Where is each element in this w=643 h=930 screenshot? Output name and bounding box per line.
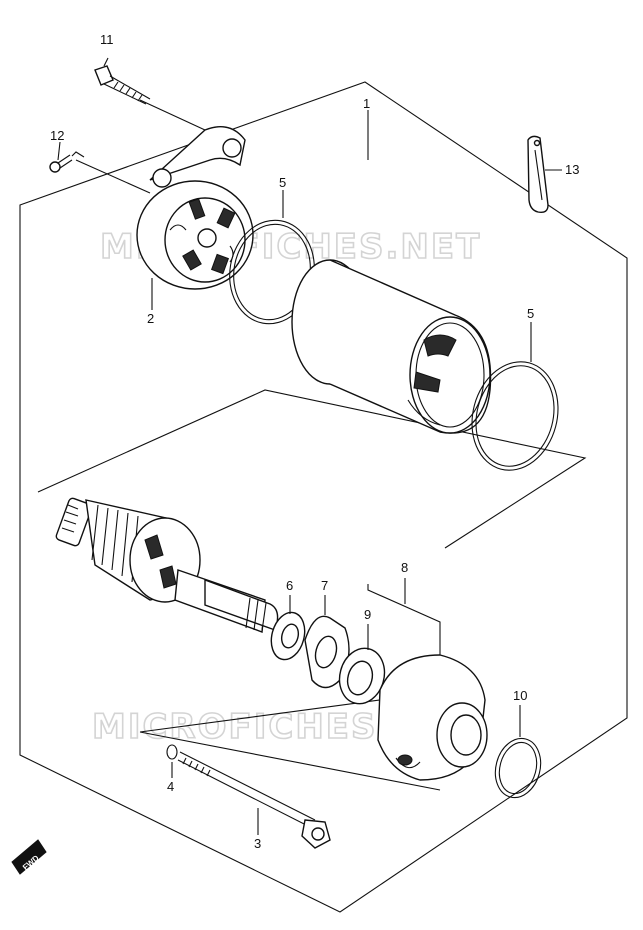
callout-12: 12 bbox=[50, 128, 64, 143]
assembly-outline bbox=[19, 81, 628, 913]
callout-13: 13 bbox=[565, 162, 579, 177]
callout-5-upper: 5 bbox=[279, 175, 286, 190]
callout-6: 6 bbox=[286, 578, 293, 593]
front-cover-8 bbox=[377, 654, 488, 781]
callout-3: 3 bbox=[254, 836, 261, 851]
brush-holder-2 bbox=[136, 126, 254, 290]
through-bolt-3 bbox=[177, 751, 331, 849]
callout-4: 4 bbox=[167, 779, 174, 794]
bolt-11 bbox=[94, 57, 151, 105]
fastener-guide-line-a bbox=[139, 731, 441, 791]
leader-8 bbox=[367, 584, 441, 655]
o-ring-4 bbox=[166, 744, 178, 760]
o-ring-5-lower bbox=[471, 361, 559, 471]
o-ring-10 bbox=[494, 737, 542, 799]
fwd-arrow-icon: FWD bbox=[11, 839, 47, 875]
washer-7 bbox=[304, 615, 350, 689]
screw-12 bbox=[49, 141, 85, 173]
yoke-housing-1 bbox=[291, 259, 492, 434]
callout-8: 8 bbox=[401, 560, 408, 575]
callout-11: 11 bbox=[100, 32, 114, 47]
bracket-13 bbox=[527, 135, 562, 214]
callout-2: 2 bbox=[147, 311, 154, 326]
callout-1: 1 bbox=[363, 96, 370, 111]
washer-6 bbox=[270, 611, 306, 661]
bearing-9 bbox=[338, 647, 386, 705]
callout-9: 9 bbox=[364, 607, 371, 622]
callout-7: 7 bbox=[321, 578, 328, 593]
callout-10: 10 bbox=[513, 688, 527, 703]
armature bbox=[55, 497, 279, 633]
callout-5-lower: 5 bbox=[527, 306, 534, 321]
